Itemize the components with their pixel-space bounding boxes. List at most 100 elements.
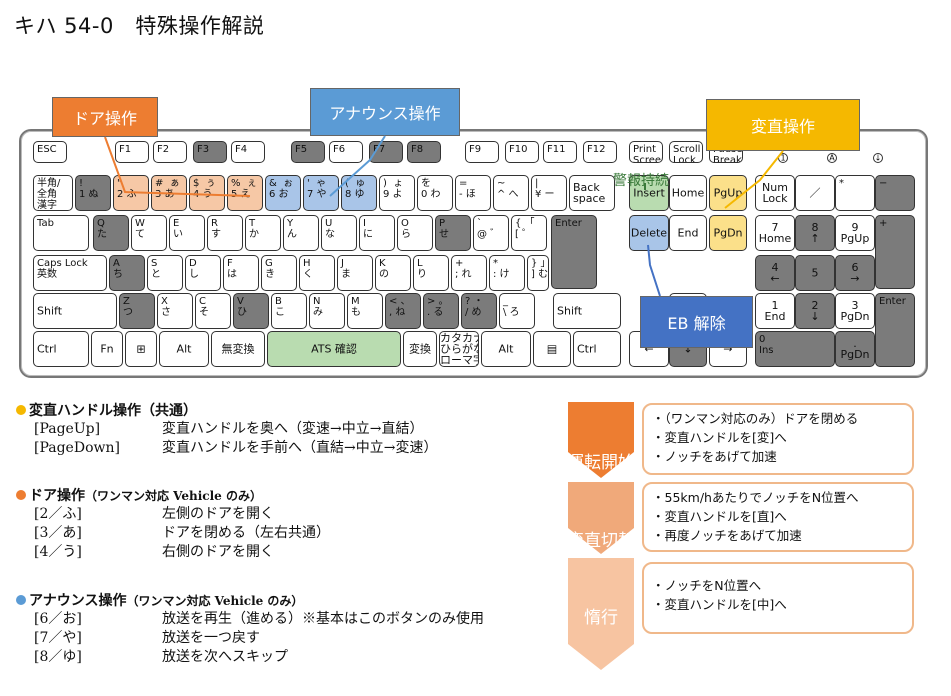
key-k[interactable]: K の [375, 255, 411, 291]
key-enter[interactable]: Enter [551, 215, 597, 289]
key-n5[interactable]: 5 [795, 255, 835, 291]
key-nmul[interactable]: * [835, 175, 875, 211]
legend-desc: 放送を一つ戻す [162, 630, 260, 646]
key-henkan[interactable]: 変換 [403, 331, 437, 367]
key-f9[interactable]: F9 [465, 141, 499, 163]
key-label: ↓ [874, 153, 882, 163]
key-insert[interactable]: Insert [629, 175, 669, 211]
key-e[interactable]: E い [169, 215, 205, 251]
key-end[interactable]: End [669, 215, 707, 251]
key-v[interactable]: V ひ [233, 293, 269, 329]
key-nenter[interactable]: Enter [875, 293, 915, 367]
key-g[interactable]: G き [261, 255, 297, 291]
key-rctrl[interactable]: Ctrl [573, 331, 621, 367]
key-kminus[interactable]: = - ほ [455, 175, 491, 211]
key-lshift[interactable]: Shift [33, 293, 117, 329]
key-home[interactable]: Home [669, 175, 707, 211]
key-period[interactable]: > 。 . る [423, 293, 459, 329]
key-p[interactable]: P せ [435, 215, 471, 251]
key-print[interactable]: Print Screen [629, 141, 663, 163]
key-colon[interactable]: * : け [489, 255, 525, 291]
key-u[interactable]: U な [321, 215, 357, 251]
key-w[interactable]: W て [131, 215, 167, 251]
key-label: H く [303, 258, 313, 280]
key-c[interactable]: C そ [195, 293, 231, 329]
key-nplus[interactable]: + [875, 215, 915, 289]
key-comma[interactable]: < 、 , ね [385, 293, 421, 329]
legend-row: [PageDown]変直ハンドルを手前へ（直結→中立→変速） [34, 439, 437, 458]
key-kana[interactable]: カタカナ ひらがな ローマ字 [439, 331, 479, 367]
key-label: X さ [161, 296, 171, 318]
key-h[interactable]: H く [299, 255, 335, 291]
key-f12[interactable]: F12 [583, 141, 617, 163]
key-s[interactable]: S と [147, 255, 183, 291]
key-win[interactable]: ⊞ [125, 331, 157, 367]
key-k6[interactable]: & ぉ 6 お [265, 175, 301, 211]
key-f5[interactable]: F5 [291, 141, 325, 163]
key-n9[interactable]: 9 PgUp [835, 215, 875, 251]
key-t[interactable]: T か [245, 215, 281, 251]
key-pgdn[interactable]: PgDn [709, 215, 747, 251]
key-kcaret[interactable]: ~ ^ へ [493, 175, 529, 211]
key-slash[interactable]: ? ・ / め [461, 293, 497, 329]
key-bslash[interactable]: _ \ ろ [499, 293, 535, 329]
key-f8[interactable]: F8 [407, 141, 441, 163]
key-d[interactable]: D し [185, 255, 221, 291]
key-ndiv[interactable]: ／ [795, 175, 835, 211]
key-b[interactable]: B こ [271, 293, 307, 329]
key-n7[interactable]: 7 Home [755, 215, 795, 251]
key-semi[interactable]: + ; れ [451, 255, 487, 291]
key-r[interactable]: R す [207, 215, 243, 251]
key-a[interactable]: A ち [109, 255, 145, 291]
key-z[interactable]: Z つ [119, 293, 155, 329]
key-hankaku[interactable]: 半角/ 全角 漢字 [33, 175, 73, 211]
key-n[interactable]: N み [309, 293, 345, 329]
key-space[interactable]: ATS 確認 [267, 331, 401, 367]
key-n1[interactable]: 1 End [755, 293, 795, 329]
key-esc[interactable]: ESC [33, 141, 67, 163]
key-n6[interactable]: 6 → [835, 255, 875, 291]
key-label: ? ・ / め [465, 296, 484, 318]
key-m[interactable]: M も [347, 293, 383, 329]
key-o[interactable]: O ら [397, 215, 433, 251]
key-n8[interactable]: 8 ↑ [795, 215, 835, 251]
key-tab[interactable]: Tab [33, 215, 89, 251]
key-i[interactable]: I に [359, 215, 395, 251]
key-n0[interactable]: 0 Ins [755, 331, 835, 367]
key-bracket[interactable]: { 「 [ ゜ [511, 215, 547, 251]
key-ralt[interactable]: Alt [481, 331, 531, 367]
key-n4[interactable]: 4 ← [755, 255, 795, 291]
key-at[interactable]: ` @ ゛ [473, 215, 509, 251]
key-x[interactable]: X さ [157, 293, 193, 329]
key-ind2[interactable]: A [827, 153, 837, 163]
key-k0[interactable]: を 0 わ [417, 175, 453, 211]
flow-line: ・ノッチをN位置へ [652, 578, 762, 593]
key-ctrl[interactable]: Ctrl [33, 331, 89, 367]
key-y[interactable]: Y ん [283, 215, 319, 251]
key-kyen[interactable]: | ¥ ー [531, 175, 567, 211]
key-label: Home [671, 186, 705, 200]
key-j[interactable]: J ま [337, 255, 373, 291]
key-rshift[interactable]: Shift [553, 293, 621, 329]
key-fn[interactable]: Fn [91, 331, 123, 367]
key-f10[interactable]: F10 [505, 141, 539, 163]
key-label: Caps Lock 英数 [37, 258, 88, 280]
key-f[interactable]: F は [223, 255, 259, 291]
key-nminus[interactable]: − [875, 175, 915, 211]
key-rbracket[interactable]: } 」 ] む [527, 255, 549, 291]
key-l[interactable]: L り [413, 255, 449, 291]
key-n3[interactable]: 3 PgDn [835, 293, 875, 329]
key-label: F は [227, 258, 237, 280]
key-muhenkan[interactable]: 無変換 [211, 331, 265, 367]
key-backspace[interactable]: Back space [569, 175, 615, 211]
key-caps[interactable]: Caps Lock 英数 [33, 255, 107, 291]
key-label: 無変換 [221, 342, 255, 356]
key-n2[interactable]: 2 ↓ [795, 293, 835, 329]
key-q[interactable]: Q た [93, 215, 129, 251]
key-menu[interactable]: ▤ [533, 331, 571, 367]
key-ndot[interactable]: . PgDn [835, 331, 875, 367]
key-alt[interactable]: Alt [159, 331, 209, 367]
key-scroll[interactable]: Scroll Lock [669, 141, 703, 163]
key-ind3[interactable]: ↓ [873, 153, 883, 163]
key-f11[interactable]: F11 [543, 141, 577, 163]
